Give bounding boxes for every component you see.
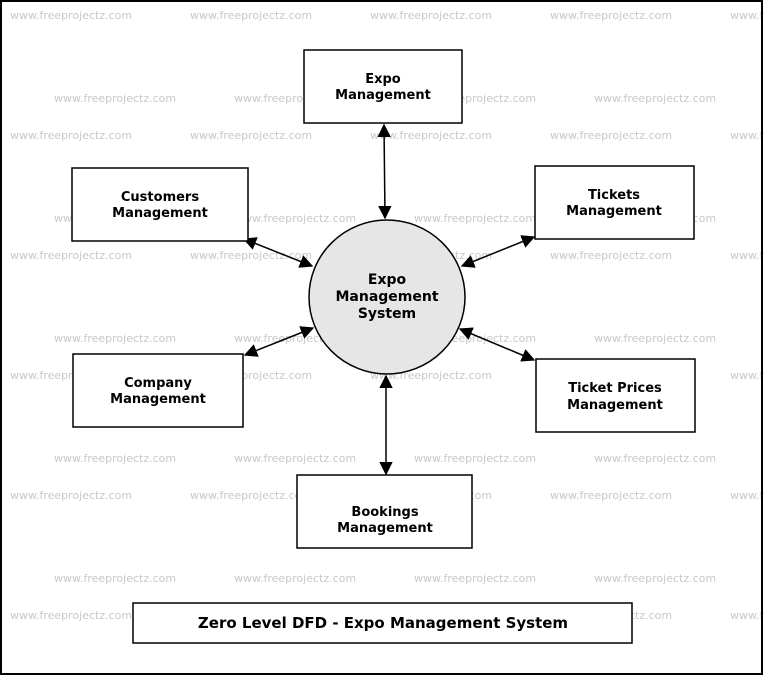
watermark-text: www.freeprojectz.com [550, 249, 672, 262]
watermark-text: www.freeprojectz.com [190, 129, 312, 142]
entity-label-line-1: Bookings [351, 505, 418, 520]
watermark-text: www.freeprojectz.com [370, 9, 492, 22]
watermark-text: www.freeprojectz.com [550, 9, 672, 22]
flow-company-arrow [243, 326, 315, 357]
entity-label-line-1: Expo [365, 72, 401, 87]
watermark-text: www.freeprojectz.com [550, 129, 672, 142]
entity-box [71, 167, 249, 242]
entity-box [535, 358, 696, 433]
diagram-caption: Zero Level DFD - Expo Management System [198, 614, 568, 632]
watermark-text: www.freeprojectz.com [730, 129, 764, 142]
entity-company-management: Company Management [72, 353, 244, 428]
watermark-text: www.freeprojectz.com [190, 249, 312, 262]
watermark-text: www.freeprojectz.com [10, 129, 132, 142]
watermark-text: www.freeprojectz.com [594, 92, 716, 105]
watermark-text: www.freeprojectz.com [54, 572, 176, 585]
watermark-text: www.freeprojectz.com [10, 609, 132, 622]
watermark-text: www.freeprojectz.com [54, 92, 176, 105]
watermark-text: www.freeprojectz.com [54, 452, 176, 465]
entity-box [72, 353, 244, 428]
entity-customers-management: Customers Management [71, 167, 249, 242]
watermark-text: www.freeprojectz.com [730, 489, 764, 502]
entity-label-line-1: Tickets [588, 188, 640, 203]
entity-label-line-2: Management [112, 206, 208, 221]
watermark-text: www.freeprojectz.com [730, 249, 764, 262]
connector-layer [242, 123, 536, 476]
entity-label-line-2: Management [110, 392, 206, 407]
watermark-text: www.freeprojectz.com [550, 489, 672, 502]
watermark-text: www.freeprojectz.com [414, 212, 536, 225]
watermark-text: www.freeprojectz.com [190, 489, 312, 502]
watermark-text: www.freeprojectz.com [414, 452, 536, 465]
watermark-text: www.freeprojectz.com [594, 332, 716, 345]
flow-tickets-arrow [460, 235, 536, 268]
entity-box [303, 49, 463, 124]
watermark-text: www.freeprojectz.com [730, 369, 764, 382]
entity-label-line-2: Management [566, 204, 662, 219]
flow-expo-arrow [377, 123, 392, 220]
entity-label-line-2: Management [337, 521, 433, 536]
process-expo-management-system [308, 219, 466, 375]
entity-label-line-1: Company [124, 376, 192, 391]
entity-label-line-1: Customers [121, 190, 199, 205]
process-label-line-1: Expo [368, 272, 407, 288]
watermark-text: www.freeprojectz.com [234, 452, 356, 465]
entity-label-line-2: Management [335, 88, 431, 103]
watermark-text: www.freeprojectz.com [730, 609, 764, 622]
watermark-text: www.freeprojectz.com [594, 452, 716, 465]
watermark-text: www.freeprojectz.com [234, 572, 356, 585]
watermark-text: www.freeprojectz.com [730, 9, 764, 22]
watermark-text: www.freeprojectz.com [370, 129, 492, 142]
entity-expo-management: Expo Management [303, 49, 463, 124]
entity-box [534, 165, 695, 240]
watermark-text: www.freeprojectz.com [190, 9, 312, 22]
watermark-text: www.freeprojectz.com [10, 249, 132, 262]
watermark-text: www.freeprojectz.com [10, 489, 132, 502]
watermark-text: www.freeprojectz.com [54, 332, 176, 345]
process-label-line-3: System [358, 306, 416, 322]
entity-tickets-management: Tickets Management [534, 165, 695, 240]
caption-box [132, 602, 633, 644]
flow-ticket-prices-arrow [458, 327, 536, 362]
entity-bookings-management: Bookings Management [296, 474, 473, 549]
entity-label-line-1: Ticket Prices [568, 381, 662, 396]
watermark-text: www.freeprojectz.com [414, 572, 536, 585]
watermark-text: www.freeprojectz.com [594, 572, 716, 585]
process-label-line-2: Management [335, 289, 438, 305]
entity-label-line-2: Management [567, 398, 663, 413]
watermark-text: www.freeprojectz.com [10, 9, 132, 22]
watermark-text: www.freeprojectz.com [234, 212, 356, 225]
flow-customers-arrow [242, 237, 314, 268]
entity-ticket-prices-management: Ticket Prices Management [535, 358, 696, 433]
entity-box [296, 474, 473, 549]
